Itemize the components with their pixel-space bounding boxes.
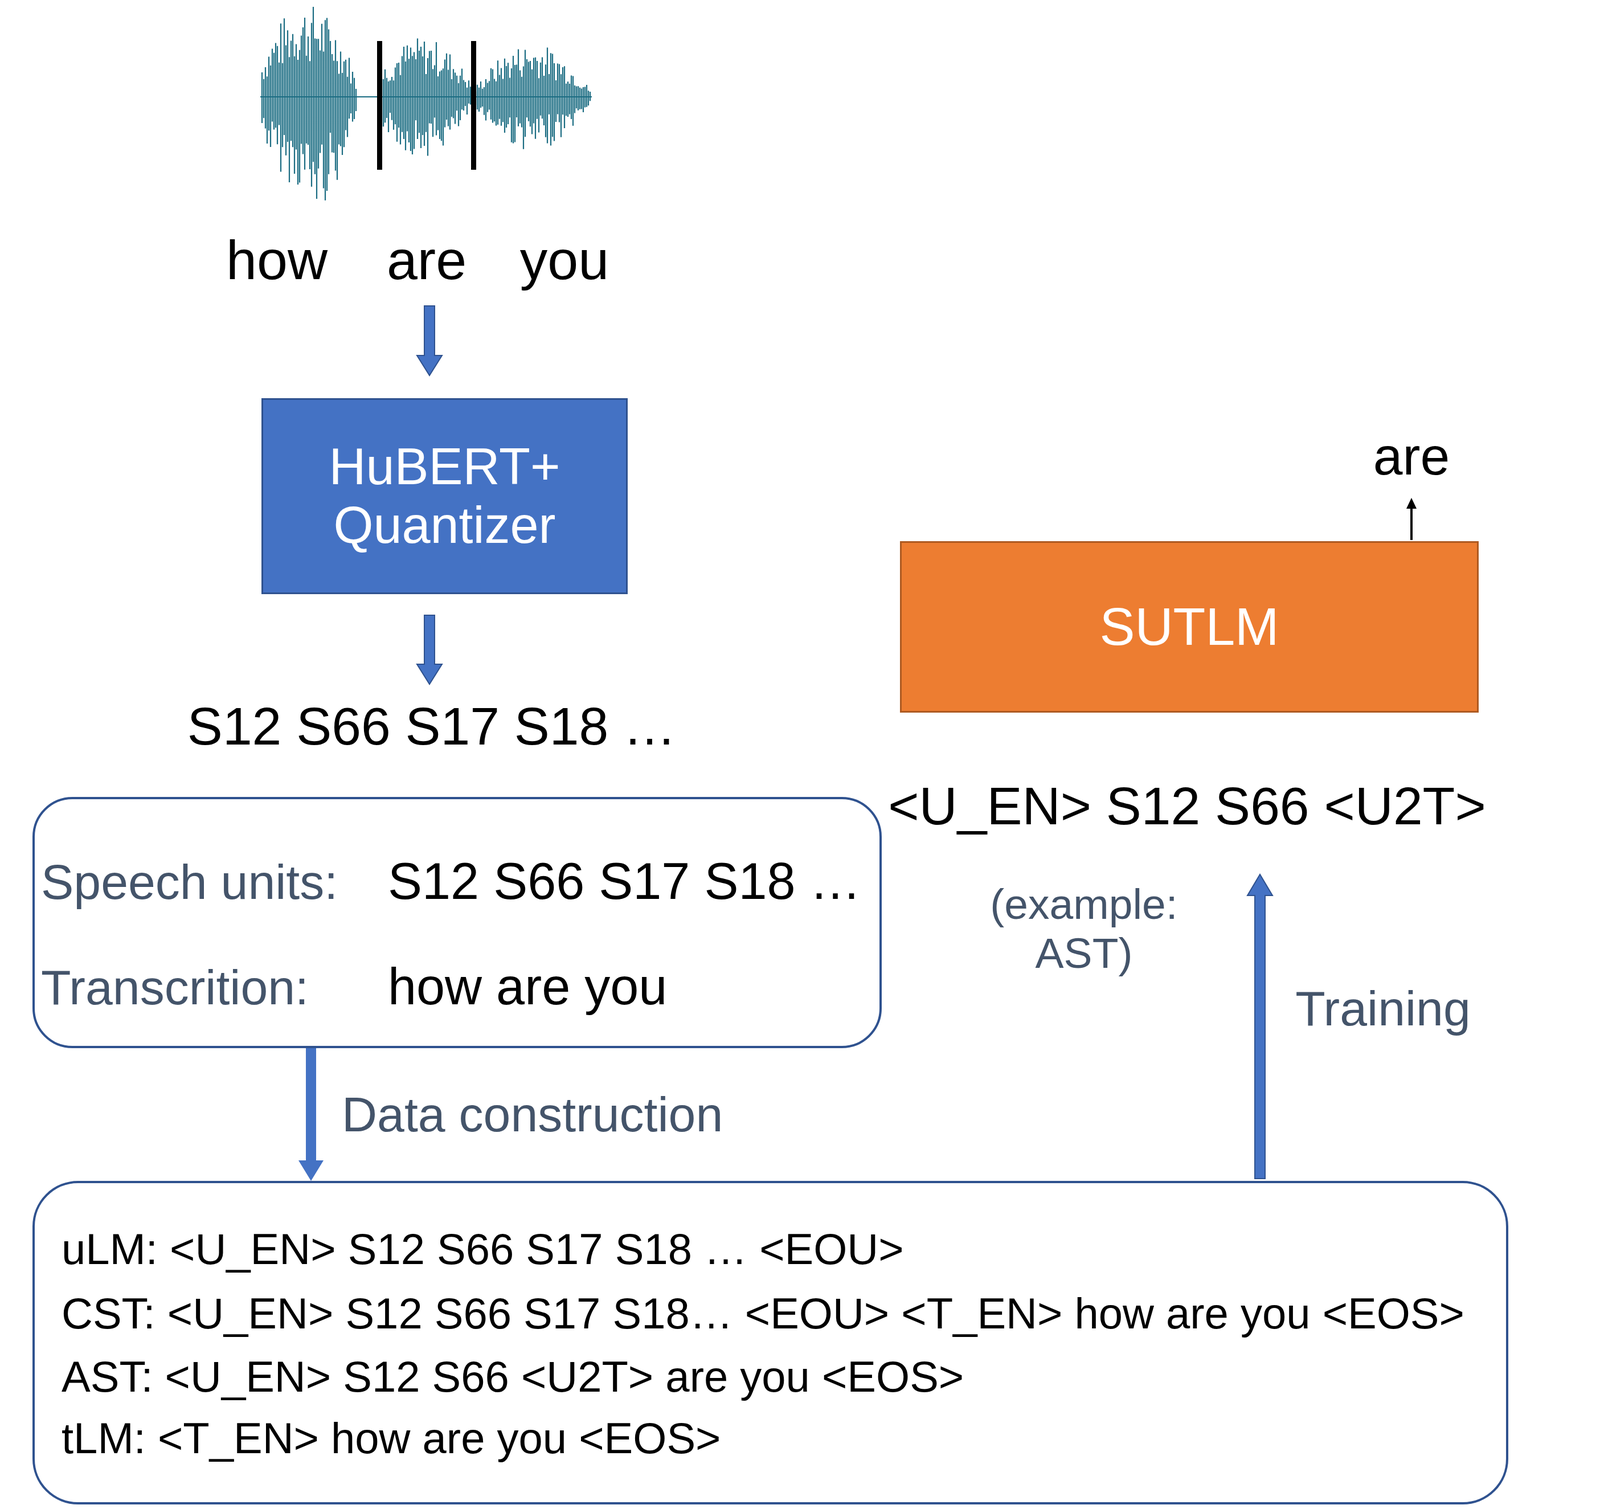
format-line: uLM: <U_EN> S12 S66 S17 S18 … <EOU> [61,1224,904,1274]
flow-arrow [298,1048,324,1181]
field-name: Transcrition: [41,959,309,1016]
data-box: Speech units: S12 S66 S17 S18 … Transcriti… [32,796,882,1049]
speech-waveform [260,6,592,201]
format-line: AST: <U_EN> S12 S66 <U2T> are you <EOS> [61,1351,964,1402]
edge-label: Data construction [341,1086,723,1143]
word-label: you [520,228,609,293]
predicted-word: are [1373,426,1450,488]
example-note: (example: AST) [989,879,1178,978]
field-value: how are you [387,957,667,1017]
model-input: <U_EN> S12 S66 <U2T> [888,775,1486,837]
field-name: Speech units: [41,853,338,911]
box-title: SUTLM [1099,596,1279,658]
word-boundary [377,41,383,170]
field-value: S12 S66 S17 S18 … [387,852,862,912]
format-line: tLM: <T_EN> how are you <EOS> [61,1413,721,1463]
down-arrow [416,615,443,685]
unit-sequence: S12 S66 S17 S18 … [187,696,677,757]
arrow-head [298,1160,324,1181]
format-line: CST: <U_EN> S12 S66 S17 S18… <EOU> <T_EN… [61,1288,1465,1338]
training-arrow [1247,874,1273,1179]
word-boundary [471,41,477,170]
output-arrow [1410,506,1413,540]
waveform-strokes [260,6,592,201]
arrow-shaft [305,1048,317,1161]
output-arrow-head [1406,497,1417,509]
format-box: uLM: <U_EN> S12 S66 S17 S18 … <EOU> CST: … [32,1180,1509,1505]
down-arrow [416,305,443,376]
word-label: are [386,228,467,293]
encoder-box: HuBERT+ Quantizer [261,398,628,595]
arrow-label: Training [1295,980,1471,1037]
word-label: how [226,228,328,293]
model-box: SUTLM [899,541,1479,713]
box-title: HuBERT+ Quantizer [274,437,615,556]
